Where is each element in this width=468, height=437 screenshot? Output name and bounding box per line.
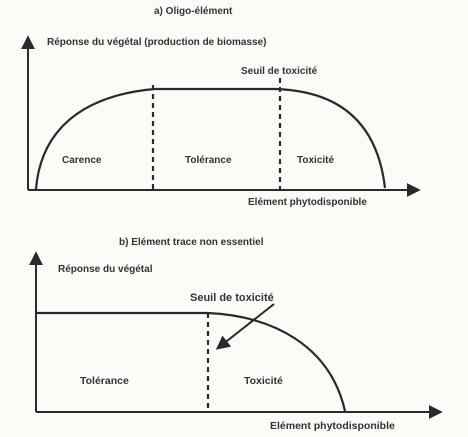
panel-b-zone-tolerance: Tolérance bbox=[80, 375, 129, 387]
panel-b-response-curve bbox=[37, 311, 347, 412]
panel-b-zone-toxicity: Toxicité bbox=[244, 375, 283, 387]
panel-b-threshold-pointer-arrow bbox=[215, 303, 275, 350]
panel-b: b) Elément trace non essentiel Réponse d… bbox=[29, 237, 443, 432]
panel-a-x-axis-label: Elément phytodisponible bbox=[248, 197, 367, 208]
panel-a-y-axis-label: Réponse du végétal (production de biomas… bbox=[47, 37, 266, 48]
panel-b-x-axis-label: Elément phytodisponible bbox=[270, 420, 395, 432]
panel-a-response-curve bbox=[34, 87, 387, 190]
panel-a-zone-toxicity: Toxicité bbox=[297, 155, 334, 166]
panel-a-zone-tolerance: Tolérance bbox=[185, 155, 232, 166]
panel-b-title: b) Elément trace non essentiel bbox=[119, 237, 264, 248]
panel-b-y-axis-label: Réponse du végétal bbox=[58, 264, 153, 275]
panel-a-threshold-label: Seuil de toxicité bbox=[241, 66, 318, 77]
panel-b-threshold-label: Seuil de toxicité bbox=[190, 292, 274, 304]
panel-a-title: a) Oligo-élément bbox=[154, 6, 233, 17]
panel-a: a) Oligo-élément Réponse du végétal (pro… bbox=[21, 6, 421, 208]
panel-a-zone-deficiency: Carence bbox=[62, 155, 102, 166]
